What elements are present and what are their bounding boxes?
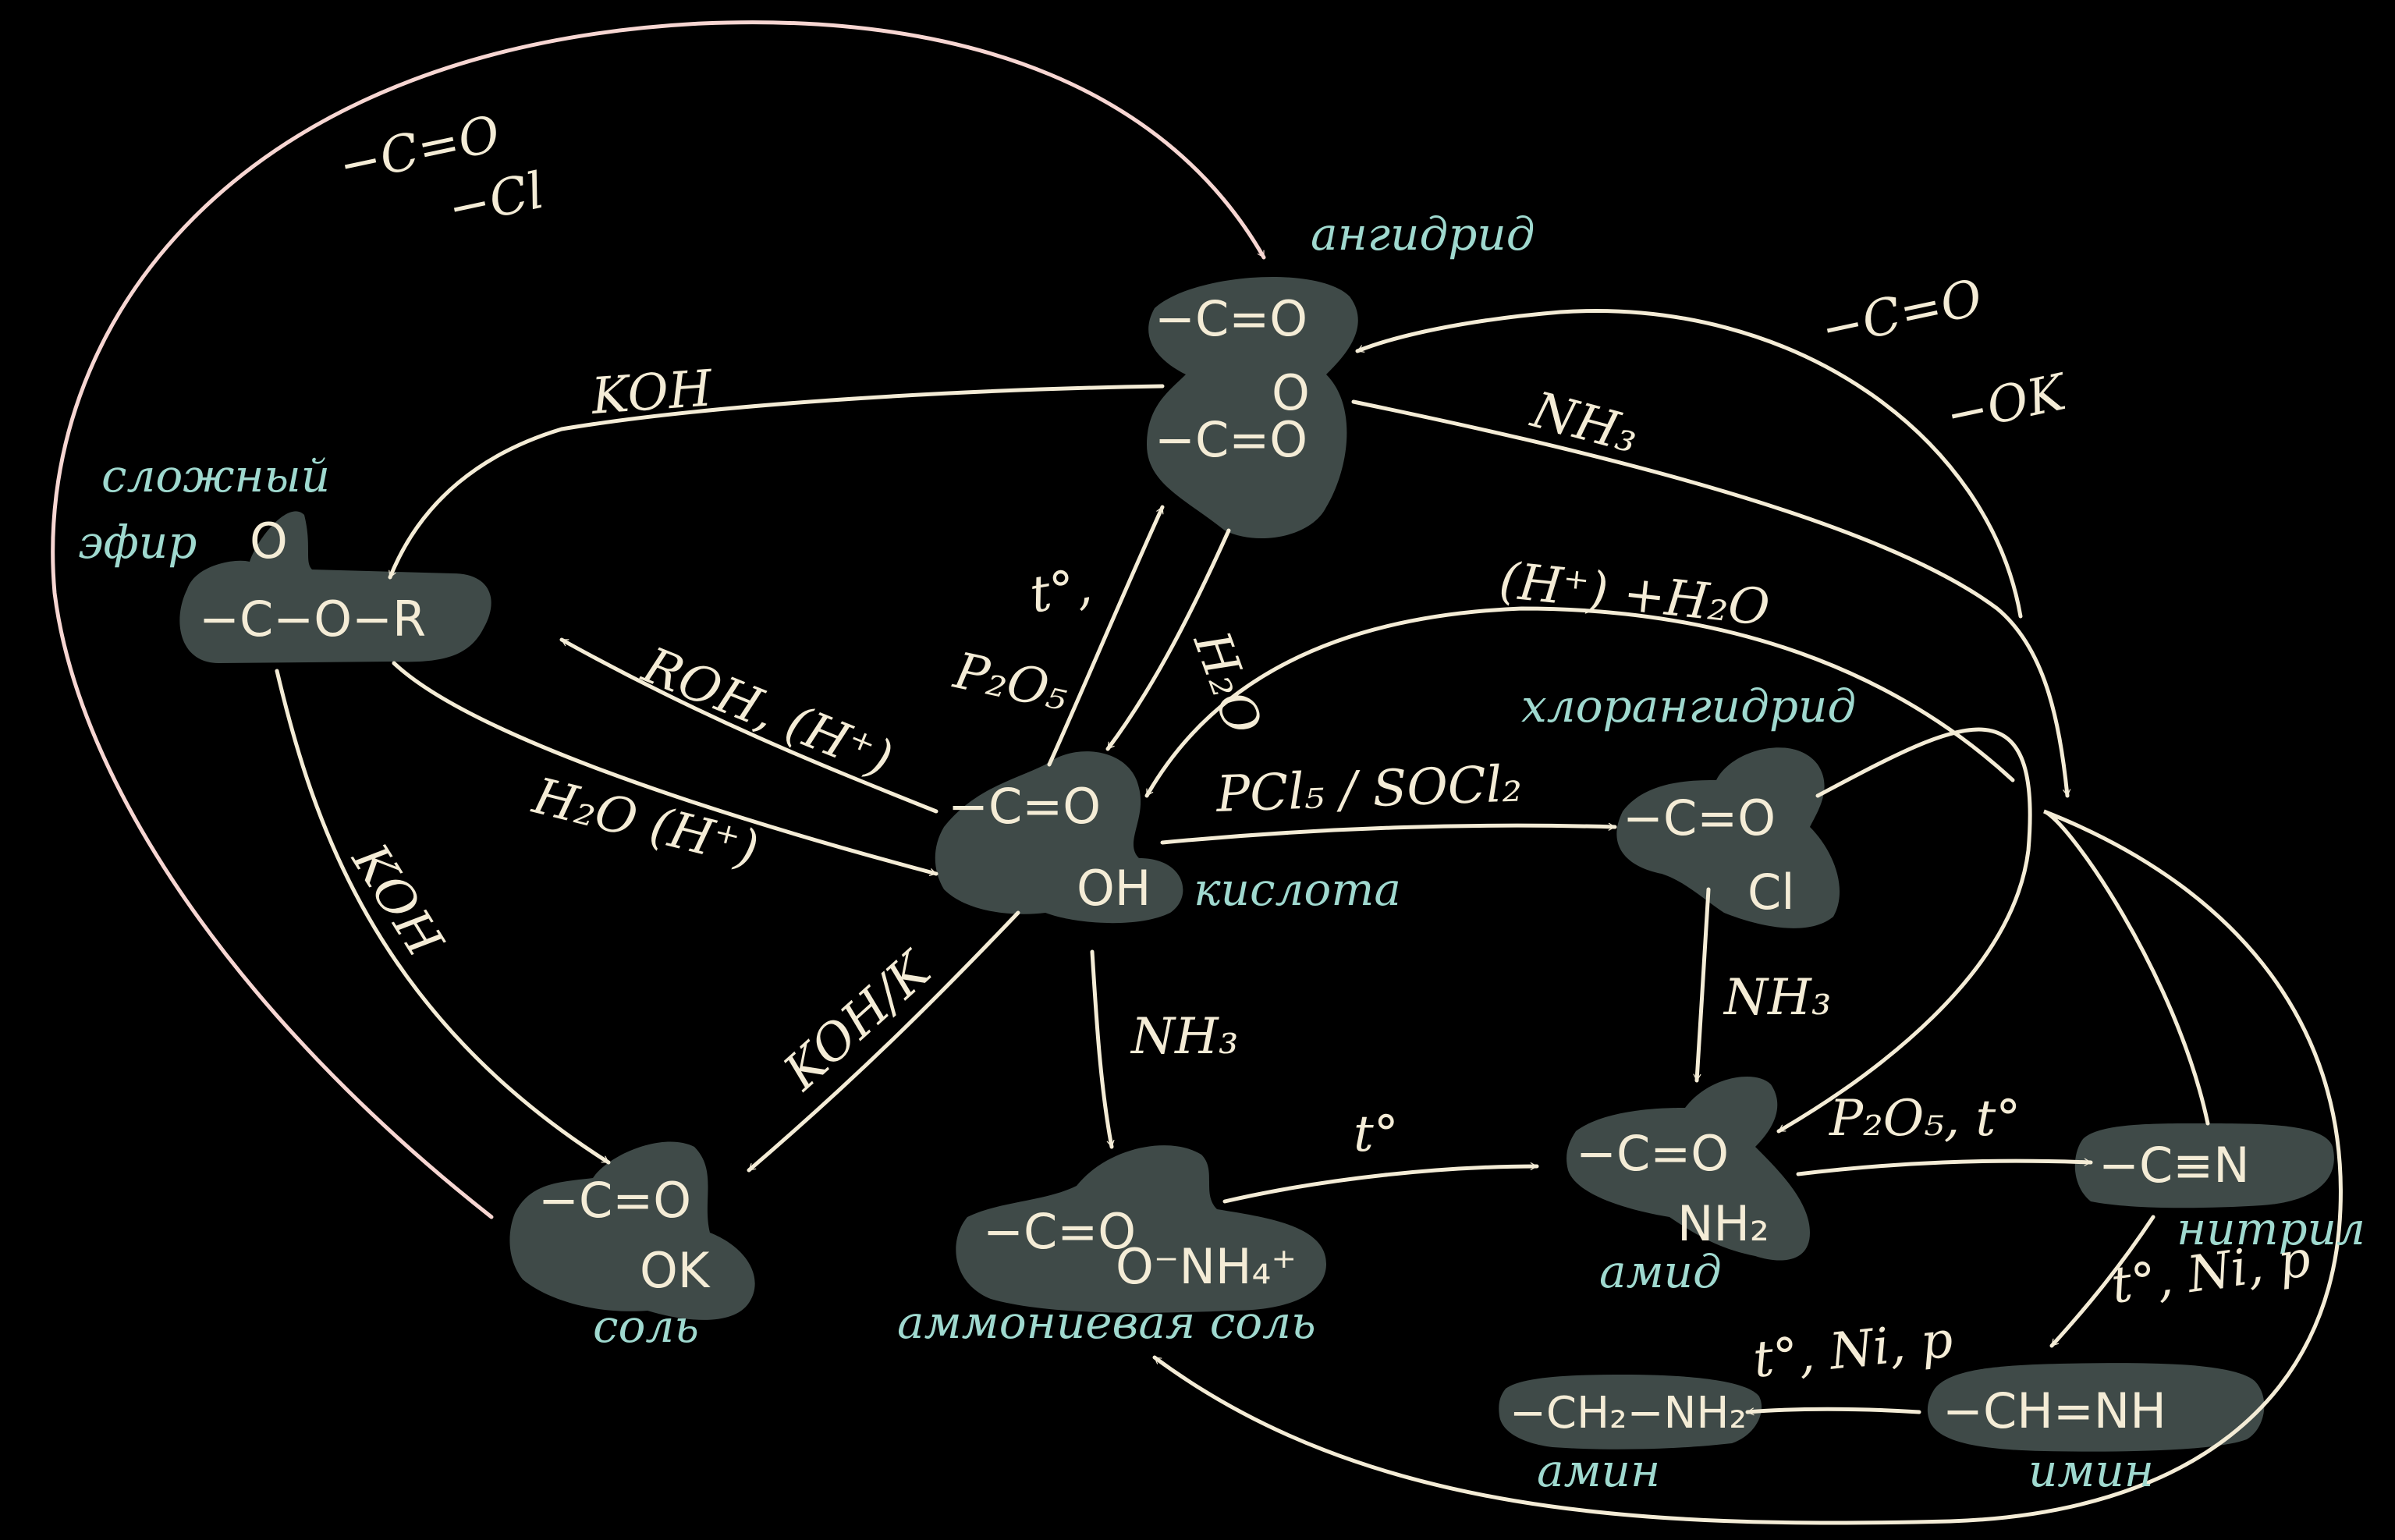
arrow-ammonium-to-amide: [1222, 1162, 1539, 1204]
anhydride-blob: [1147, 276, 1358, 538]
ester-carbonyl-o: O: [250, 513, 288, 570]
amide-name: амид: [1599, 1245, 1722, 1298]
arrow-nitrile-to-imine: [2049, 1215, 2156, 1348]
arrow-imine-to-amine: [1745, 1407, 1921, 1416]
salt-line2: OK: [640, 1242, 711, 1299]
anhydride-line2: O: [1272, 364, 1310, 421]
arrow-acid-to-salt: [747, 910, 1020, 1173]
reagent-t-heat: t°: [1354, 1105, 1399, 1163]
ammonium-salt-name: аммониевая соль: [897, 1296, 1316, 1349]
ester-blob: [179, 511, 491, 663]
reagent-p2o5-t: P₂O₅, t°: [1829, 1090, 2021, 1148]
arrow-chloride-to-amide-side: [1776, 727, 2032, 1134]
reagent-carboxylate-right-2: −OK: [1941, 364, 2073, 445]
arrow-acid-to-chloride: [1160, 822, 1617, 845]
ammonium-salt-blob: [956, 1145, 1326, 1313]
arrow-anhydride-to-acid: [1105, 528, 1231, 751]
reagent-p2o5: P₂O₅: [949, 642, 1073, 722]
reagent-t-comma: t°,: [1026, 557, 1096, 624]
acid-blob: [935, 751, 1183, 924]
arrow-anhydride-to-ester: [388, 384, 1165, 580]
arrow-salt-to-anhydride: [51, 20, 1266, 1219]
arrow-amide-to-nitrile: [1796, 1158, 2093, 1176]
arrow-ester-to-acid: [392, 661, 938, 876]
amide-blob: [1567, 1077, 1810, 1261]
amine-name: амин: [1537, 1444, 1660, 1497]
salt-blob: [509, 1141, 755, 1320]
ammonium-salt-line2: O⁻NH₄⁺: [1116, 1238, 1297, 1295]
nitrile-name: нитрил: [2177, 1202, 2365, 1255]
reagent-h-h2o: (H⁺) +H₂O: [1496, 552, 1772, 637]
arrow-acid-to-ester: [559, 637, 938, 814]
acid-chloride-blob: [1616, 747, 1840, 928]
amide-line1: −C=O: [1576, 1125, 1729, 1182]
ester-formula: −C−O−R: [199, 591, 426, 648]
salt-line1: −C=O: [538, 1172, 691, 1229]
acid-chloride-name: хлорангидрид: [1521, 680, 1856, 733]
reagent-t-ni-p-right: t°, Ni, p: [2108, 1230, 2314, 1315]
arrow-carboxylate-to-anhydride: [1355, 309, 2023, 619]
anhydride-line1: −C=O: [1155, 290, 1307, 347]
arrow-chloride-to-acid: [1144, 606, 2015, 798]
acid-chloride-line2: Cl: [1747, 864, 1795, 921]
acid-line1: −C=O: [948, 778, 1101, 835]
nitrile-blob: [2074, 1123, 2334, 1208]
reagent-nh3-top: NH₃: [1524, 381, 1645, 465]
acid-line2: OH: [1077, 860, 1151, 917]
reagent-acyl-chloride-top-2: −Cl: [443, 162, 549, 239]
reagent-pcl5-socl2: PCl₅ / SOCl₂: [1215, 755, 1523, 824]
acid-chloride-line1: −C=O: [1623, 790, 1776, 846]
imine-blob: [1927, 1363, 2265, 1452]
reagent-koh-k: KOH/K: [772, 940, 943, 1102]
arrow-acid-to-anhydride: [1047, 505, 1165, 767]
arrow-nitrile-to-ammonium: [1152, 809, 2343, 1525]
arrow-anhydride-to-nh3-right: [1351, 399, 2071, 798]
anhydride-name: ангидрид: [1311, 208, 1535, 261]
reagent-carboxylate-right-1: −C=O: [1816, 269, 1988, 360]
reagent-roh: ROH, (H⁺): [634, 637, 900, 789]
reagent-nh3-mid: NH₃: [1130, 1008, 1238, 1066]
ester-name-line1: сложный: [101, 449, 330, 502]
amine-formula: −CH₂−NH₂: [1510, 1388, 1747, 1439]
arrow-ester-to-salt: [275, 669, 611, 1165]
imine-name: имин: [2028, 1444, 2154, 1497]
ammonium-salt-line1: −C=O: [983, 1203, 1136, 1260]
ester-name-line2: эфир: [78, 516, 197, 569]
nitrile-formula: −C≡N: [2099, 1137, 2250, 1194]
reagent-nh3-right: NH₃: [1723, 969, 1831, 1027]
acid-name: кислота: [1194, 863, 1401, 916]
reagent-t-ni-p-bottom: t°, Ni, p: [1751, 1311, 1956, 1389]
amine-blob: [1499, 1375, 1762, 1450]
arrow-chloride-to-amide: [1693, 887, 1711, 1083]
arrow-acid-to-ammonium: [1090, 949, 1115, 1149]
reagent-h2o-down: H₂O: [1182, 623, 1272, 742]
anhydride-line3: −C=O: [1155, 411, 1307, 468]
salt-name: соль: [593, 1300, 699, 1353]
imine-formula: −CH=NH: [1943, 1382, 2166, 1439]
amide-line2: NH₂: [1677, 1195, 1769, 1252]
reagent-koh-top: KOH: [589, 360, 715, 426]
